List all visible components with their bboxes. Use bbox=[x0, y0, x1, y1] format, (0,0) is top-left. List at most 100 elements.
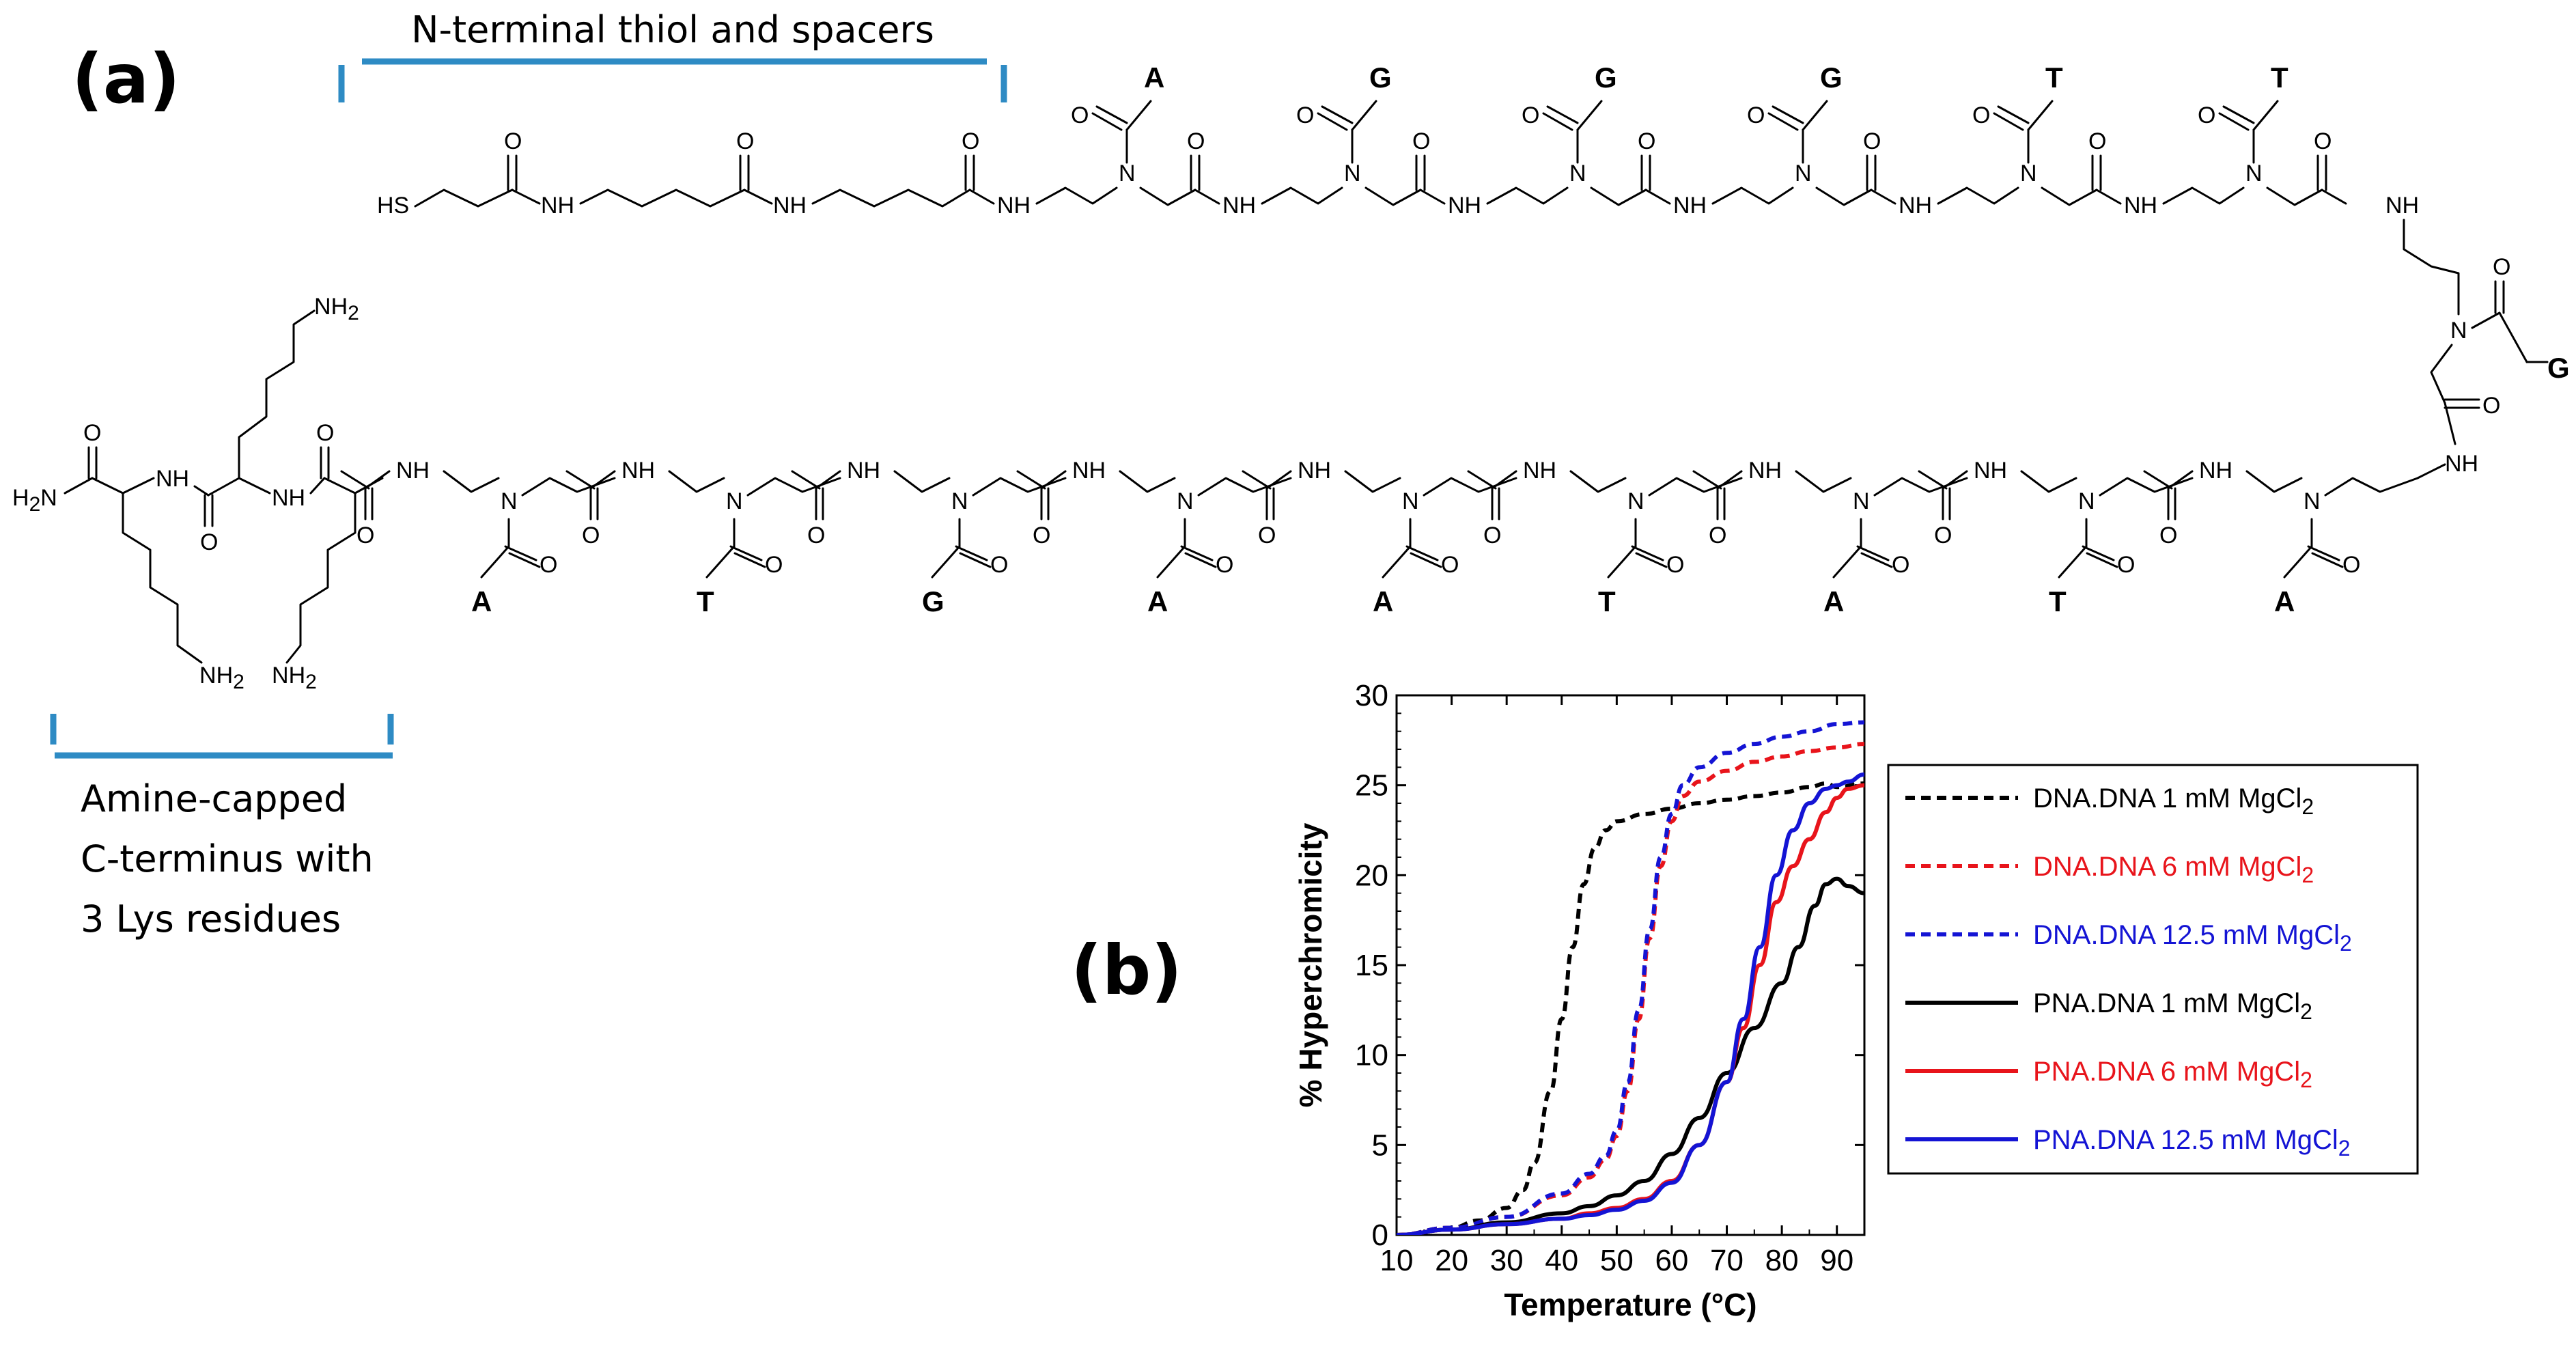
base-label: A bbox=[1147, 585, 1168, 617]
nh-atom: NH bbox=[773, 193, 807, 219]
svg-text:NH: NH bbox=[2445, 451, 2478, 477]
base-label: T bbox=[2049, 585, 2067, 617]
o-atom: O bbox=[962, 128, 979, 154]
svg-text:O: O bbox=[83, 420, 101, 446]
svg-text:O: O bbox=[356, 523, 374, 548]
svg-text:N: N bbox=[726, 488, 743, 514]
pna-top-residue-2: NH N O O G bbox=[1222, 61, 1446, 219]
svg-text:N: N bbox=[951, 488, 968, 514]
lys-tripeptide-structure: H2N O NH2 NH O NH2 NH O NH2 bbox=[12, 294, 384, 693]
pna-bottom-residue-9: NH N O O A bbox=[2143, 458, 2419, 617]
pna-bottom-residue-7: NH N O O A bbox=[1692, 458, 1968, 617]
svg-text:N: N bbox=[2020, 161, 2037, 186]
pna-top-residue-3: NH N O O G bbox=[1448, 61, 1671, 219]
svg-text:NH: NH bbox=[621, 458, 655, 484]
svg-text:NH2: NH2 bbox=[272, 663, 317, 693]
x-tick-label: 40 bbox=[1545, 1244, 1578, 1277]
svg-text:O: O bbox=[1747, 102, 1765, 128]
svg-text:O: O bbox=[540, 552, 557, 578]
base-label: T bbox=[697, 585, 714, 617]
svg-text:N: N bbox=[501, 488, 518, 514]
svg-text:N: N bbox=[1344, 161, 1361, 186]
x-tick-label: 90 bbox=[1820, 1244, 1853, 1277]
svg-text:O: O bbox=[1892, 552, 1909, 578]
pna-bottom-residue-2: NH N O O T bbox=[565, 458, 841, 617]
base-label: A bbox=[2274, 585, 2295, 617]
base-label: A bbox=[1144, 61, 1164, 94]
series-line-pna-dna-12-5-mm-mgcl2 bbox=[1397, 772, 1864, 1235]
svg-text:O: O bbox=[2493, 254, 2510, 280]
svg-text:O: O bbox=[1033, 523, 1050, 548]
base-label: T bbox=[2045, 61, 2063, 94]
base-label: T bbox=[1598, 585, 1616, 617]
svg-text:O: O bbox=[1258, 523, 1276, 548]
svg-text:NH2: NH2 bbox=[199, 663, 244, 693]
svg-text:O: O bbox=[1412, 128, 1430, 154]
x-tick-label: 80 bbox=[1765, 1244, 1799, 1277]
base-label: G bbox=[922, 585, 944, 617]
series-line-dna-dna-6-mm-mgcl2 bbox=[1397, 742, 1864, 1235]
svg-text:O: O bbox=[2198, 102, 2215, 128]
hs-atom: HS bbox=[377, 193, 409, 219]
svg-text:NH: NH bbox=[1974, 458, 2007, 484]
c-terminus-caption-line-3: 3 Lys residues bbox=[81, 898, 341, 941]
legend-label-dna-dna-12-5-mm-mgcl2: DNA.DNA 12.5 mM MgCl2 bbox=[2033, 920, 2352, 956]
series-line-pna-dna-1-mm-mgcl2 bbox=[1397, 876, 1864, 1235]
svg-text:O: O bbox=[2159, 523, 2177, 548]
svg-text:NH: NH bbox=[1673, 193, 1707, 219]
svg-text:N: N bbox=[1853, 488, 1870, 514]
panel-b-label: (b) bbox=[1071, 930, 1182, 1010]
svg-text:N: N bbox=[1627, 488, 1644, 514]
panel-a-label: (a) bbox=[72, 39, 180, 119]
pna-bottom-residue-5: NH N O O A bbox=[1242, 458, 1517, 617]
svg-text:O: O bbox=[765, 552, 783, 578]
svg-text:N: N bbox=[2078, 488, 2095, 514]
x-tick-label: 50 bbox=[1600, 1244, 1634, 1277]
svg-text:O: O bbox=[582, 523, 600, 548]
svg-text:NH: NH bbox=[1298, 458, 1331, 484]
svg-text:O: O bbox=[1863, 128, 1881, 154]
thiol-spacer-bracket bbox=[338, 58, 1007, 102]
x-axis-title: Temperature (°C) bbox=[1504, 1287, 1756, 1322]
svg-text:O: O bbox=[2482, 393, 2500, 419]
svg-text:N: N bbox=[1569, 161, 1586, 186]
svg-text:N: N bbox=[1119, 161, 1136, 186]
legend-label-dna-dna-1-mm-mgcl2: DNA.DNA 1 mM MgCl2 bbox=[2033, 783, 2314, 819]
svg-text:NH: NH bbox=[156, 466, 189, 492]
svg-text:O: O bbox=[1071, 102, 1089, 128]
svg-text:O: O bbox=[2088, 128, 2106, 154]
y-tick-label: 25 bbox=[1355, 769, 1388, 803]
pna-bottom-residue-4: NH N O O A bbox=[1016, 458, 1292, 617]
base-label: G bbox=[1820, 61, 1843, 94]
svg-text:NH: NH bbox=[1748, 458, 1782, 484]
o-atom: O bbox=[736, 128, 754, 154]
svg-text:NH: NH bbox=[1222, 193, 1256, 219]
svg-text:O: O bbox=[200, 529, 218, 555]
svg-text:N: N bbox=[1177, 488, 1194, 514]
svg-text:NH: NH bbox=[997, 193, 1031, 219]
pna-turn-residue: NH N O G O NH bbox=[2385, 193, 2570, 479]
x-tick-label: 60 bbox=[1655, 1244, 1688, 1277]
svg-text:N: N bbox=[1795, 161, 1812, 186]
svg-text:O: O bbox=[316, 420, 334, 446]
series-line-pna-dna-6-mm-mgcl2 bbox=[1397, 783, 1864, 1235]
legend-box bbox=[1887, 764, 2419, 1175]
base-label: G bbox=[1595, 61, 1617, 94]
x-tick-label: 10 bbox=[1380, 1244, 1414, 1277]
base-label: A bbox=[1373, 585, 1393, 617]
legend-label-dna-dna-6-mm-mgcl2: DNA.DNA 6 mM MgCl2 bbox=[2033, 852, 2314, 887]
svg-text:N: N bbox=[2245, 161, 2263, 186]
base-label: A bbox=[471, 585, 492, 617]
svg-text:NH: NH bbox=[272, 485, 305, 511]
series-line-dna-dna-12-5-mm-mgcl2 bbox=[1397, 720, 1864, 1235]
svg-text:NH: NH bbox=[2199, 458, 2232, 484]
svg-text:H2N: H2N bbox=[12, 485, 57, 516]
svg-text:O: O bbox=[1483, 523, 1501, 548]
legend-label-pna-dna-12-5-mm-mgcl2: PNA.DNA 12.5 mM MgCl2 bbox=[2033, 1125, 2351, 1160]
pna-top-residue-6: NH N O O T bbox=[2124, 61, 2347, 219]
pna-bottom-residue-6: NH N O O T bbox=[1467, 458, 1743, 617]
o-atom: O bbox=[504, 128, 522, 154]
y-tick-label: 0 bbox=[1372, 1219, 1388, 1252]
svg-text:O: O bbox=[1972, 102, 1990, 128]
